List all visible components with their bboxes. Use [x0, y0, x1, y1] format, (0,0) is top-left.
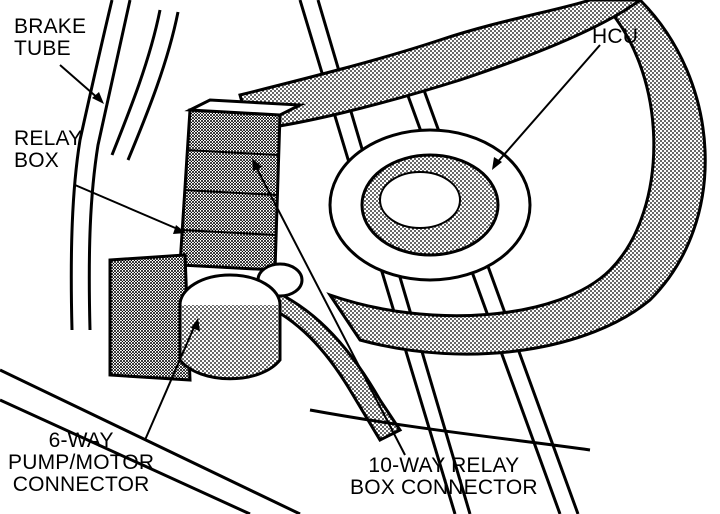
brake-tube-shape — [69, 0, 180, 331]
leader-lines — [59, 44, 601, 456]
label-relay-box-connector-line1: 10-WAY RELAY — [368, 454, 520, 477]
pump-motor-leader — [144, 324, 196, 441]
relay-box-connector-leader — [254, 164, 406, 456]
hcu-hose — [326, 0, 707, 356]
label-pump-motor-line1: 6-WAY — [48, 429, 114, 452]
label-hcu: HCU — [592, 26, 638, 48]
label-hcu-text: HCU — [592, 25, 639, 48]
brake-tube-leader — [59, 64, 101, 101]
label-pump-motor-line3: CONNECTOR — [12, 473, 150, 496]
leader-arrowheads — [92, 92, 502, 331]
floor-bracket — [0, 368, 591, 514]
label-brake-tube-line2: TUBE — [14, 37, 71, 60]
hcu-body — [328, 128, 532, 282]
label-pump-motor-connector: 6-WAY PUMP/MOTOR CONNECTOR — [8, 430, 154, 496]
label-relay-box-line1: RELAY — [14, 127, 83, 150]
label-brake-tube: BRAKE TUBE — [14, 16, 86, 60]
hcu-leader — [494, 44, 601, 166]
pump-motor-connector-shape — [108, 253, 282, 382]
label-pump-motor-line2: PUMP/MOTOR — [8, 451, 155, 474]
upper-hose — [238, 0, 643, 132]
label-relay-box: RELAY BOX — [14, 128, 82, 172]
label-relay-box-connector: 10-WAY RELAY BOX CONNECTOR — [350, 455, 538, 499]
label-relay-box-line2: BOX — [14, 149, 59, 172]
relay-box-leader — [74, 184, 181, 231]
label-relay-box-connector-line2: BOX CONNECTOR — [350, 476, 538, 499]
label-brake-tube-line1: BRAKE — [14, 15, 87, 38]
